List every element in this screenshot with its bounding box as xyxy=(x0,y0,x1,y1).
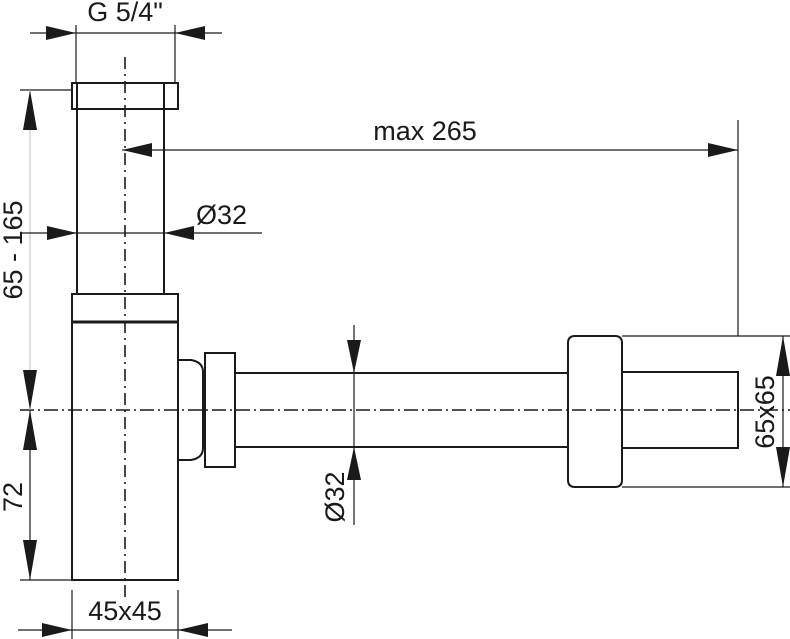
body-section-left-arrow xyxy=(42,623,72,637)
height-range-label: 65 - 165 xyxy=(0,200,28,299)
plate-extension-lines xyxy=(622,335,790,488)
height-range-top-arrow xyxy=(23,90,37,130)
plate-top-arrow xyxy=(776,336,790,376)
g54-right-arrow xyxy=(175,26,205,40)
outlet-dia-bottom-arrow xyxy=(347,447,361,480)
outlet-horizontal-pipe xyxy=(235,372,568,448)
inlet-dia-right-arrow xyxy=(164,226,194,240)
plate-size-label: 65x65 xyxy=(750,375,780,449)
body-section-right-arrow xyxy=(178,623,208,637)
inlet-dia-label: Ø32 xyxy=(196,200,247,230)
inlet-vertical-pipe xyxy=(76,83,165,294)
g54-label: G 5/4" xyxy=(87,0,163,27)
body-height-top-arrow xyxy=(23,410,37,450)
reach-label: max 265 xyxy=(373,116,477,146)
plate-bottom-arrow xyxy=(776,447,790,487)
body-height-bottom-arrow xyxy=(23,540,37,580)
wall-cover-plate xyxy=(567,335,623,488)
outlet-union-nut xyxy=(204,352,236,468)
inlet-dia-left-arrow xyxy=(47,226,77,240)
body-section-label: 45x45 xyxy=(88,596,162,626)
reach-right-arrow xyxy=(708,143,738,157)
outlet-dia-label: Ø32 xyxy=(320,471,350,522)
reach-left-arrow xyxy=(122,143,152,157)
outlet-pipe-stub xyxy=(622,371,739,449)
g54-extension-lines xyxy=(75,25,176,83)
outlet-collar xyxy=(178,359,204,461)
height-range-bottom-arrow xyxy=(23,370,37,410)
g54-left-arrow xyxy=(46,26,76,40)
outlet-dia-top-arrow xyxy=(347,340,361,373)
body-section-extension-lines xyxy=(71,590,179,639)
body-height-label: 72 xyxy=(0,482,28,512)
